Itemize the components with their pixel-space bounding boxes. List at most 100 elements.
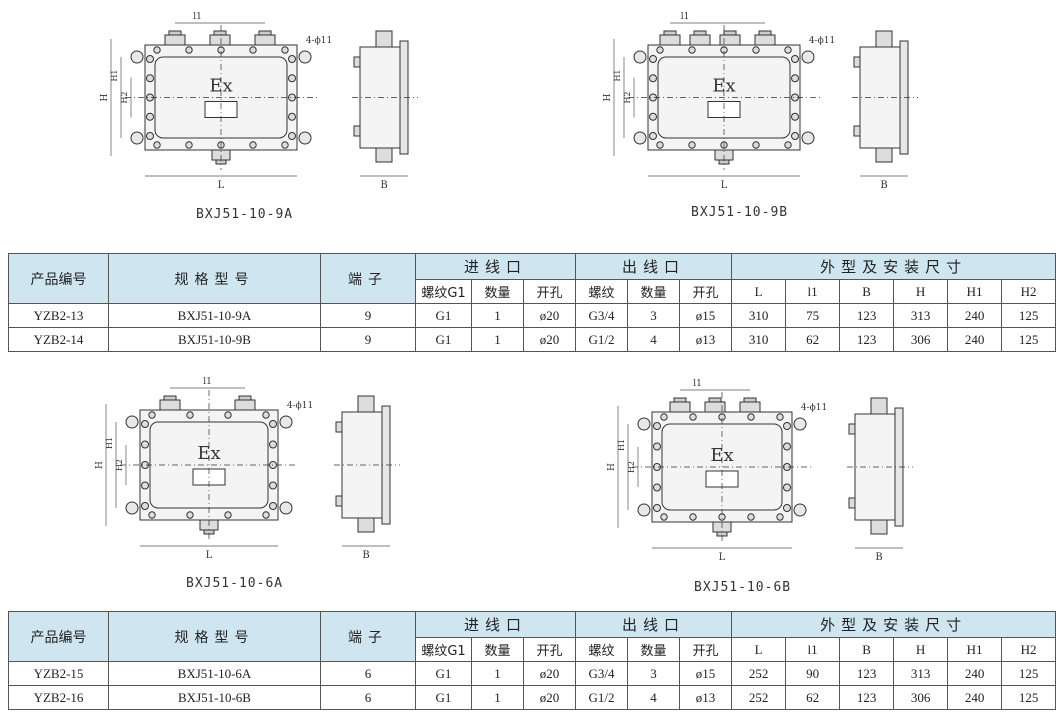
subheader-inlet-qty: 数量 (471, 279, 524, 304)
dim-label-h: H (100, 93, 110, 101)
bolt-icon (783, 483, 791, 492)
cable-gland-icon (723, 30, 737, 36)
bolt-icon (791, 132, 799, 140)
dim-label-l1: l1 (193, 12, 202, 22)
cell-model: BXJ51-10-6B (108, 685, 321, 710)
cell-inlet-hole: ø20 (522, 327, 577, 352)
bolt-icon (281, 46, 289, 54)
bolt-icon (249, 141, 257, 149)
cell-dim-b: 123 (839, 327, 895, 352)
cell-dim-h: 313 (893, 303, 949, 328)
cell-inlet-thread: G1 (415, 303, 472, 328)
cell-dim-l1: 62 (785, 685, 841, 710)
header-outlet: 出线口 (575, 253, 733, 280)
cable-gland-icon (258, 30, 272, 36)
cable-gland-icon (209, 34, 231, 46)
subheader-dim-h1: H1 (947, 279, 1003, 304)
bolt-icon (783, 504, 791, 512)
cell-inlet-qty: 1 (471, 327, 524, 352)
bolt-icon (688, 46, 696, 54)
cell-outlet-qty: 4 (627, 327, 681, 352)
bolt-icon (185, 141, 193, 149)
cable-gland-icon (375, 147, 393, 163)
bolt-icon (653, 483, 661, 492)
bolt-icon (752, 141, 760, 149)
bolt-icon (752, 46, 760, 54)
cell-dim-h1: 240 (947, 685, 1003, 710)
cable-gland-icon (357, 517, 375, 533)
bolt-icon (269, 420, 277, 428)
bolt-icon (288, 74, 296, 83)
bolt-icon (262, 411, 270, 419)
cell-dim-l: 252 (731, 685, 787, 710)
mounting-ear-icon (125, 501, 139, 515)
cell-inlet-hole: ø20 (522, 303, 577, 328)
dim-label-l: L (719, 552, 726, 563)
caption-9a: BXJ51-10-9A (196, 207, 294, 222)
dim-label-h1: H1 (110, 69, 119, 81)
bolt-icon (660, 413, 668, 421)
dim-label-l1: l1 (681, 12, 690, 22)
subheader-outlet-hole: 开孔 (679, 279, 733, 304)
cell-dim-h2: 125 (1001, 303, 1057, 328)
cable-gland-icon (234, 399, 256, 411)
bolt-icon (146, 74, 154, 83)
header-inlet: 进线口 (414, 253, 577, 280)
cable-gland-icon (213, 30, 227, 36)
cable-gland-icon (719, 34, 741, 46)
mounting-ear-icon (637, 503, 651, 517)
side-gland-icon (853, 125, 861, 137)
bolt-icon (649, 112, 657, 121)
subheader-dim-b: B (839, 637, 895, 662)
dim-label-b: B (875, 552, 882, 563)
cell-outlet-hole: ø15 (679, 661, 733, 686)
header-product-code: 产品编号 (8, 253, 109, 304)
enclosure-side-view (334, 395, 400, 533)
cell-dim-h2: 125 (1001, 661, 1057, 686)
cell-outlet-thread: G3/4 (575, 661, 629, 686)
dim-label-h1: H1 (617, 439, 626, 451)
cell-dim-l: 310 (731, 327, 787, 352)
bolt-icon (688, 141, 696, 149)
cable-gland-icon (870, 519, 888, 535)
side-gland-icon (335, 495, 343, 507)
dim-label-b: B (880, 180, 887, 191)
cell-terminal: 6 (320, 661, 416, 686)
cell-dim-l1: 90 (785, 661, 841, 686)
dim-label-l: L (218, 180, 225, 191)
bolt-icon (262, 511, 270, 519)
mounting-ear-icon (793, 417, 807, 431)
cell-product-code: YZB2-16 (8, 685, 109, 710)
bolt-icon (146, 112, 154, 121)
mounting-ear-icon (130, 131, 144, 145)
bolt-icon (288, 132, 296, 140)
bolt-icon (186, 411, 194, 419)
dim-label-b: B (380, 180, 387, 191)
subheader-inlet-qty: 数量 (471, 637, 524, 662)
bolt-icon (689, 413, 697, 421)
cell-dim-h1: 240 (947, 327, 1003, 352)
subheader-dim-l: L (731, 279, 787, 304)
cell-model: BXJ51-10-6A (108, 661, 321, 686)
bolt-icon (649, 132, 657, 140)
cell-outlet-qty: 4 (627, 685, 681, 710)
cable-gland-icon (875, 30, 893, 48)
hole-spec-label: 4-ϕ11 (287, 401, 313, 411)
side-gland-icon (848, 423, 856, 435)
dim-label-l1: l1 (693, 379, 702, 389)
cable-gland-icon (870, 397, 888, 415)
cell-dim-h: 306 (893, 327, 949, 352)
cable-gland-icon (669, 401, 691, 413)
bolt-icon (141, 502, 149, 510)
hole-spec-label: 4-ϕ11 (809, 36, 835, 46)
bolt-icon (747, 413, 755, 421)
enclosure-front-view (628, 25, 820, 170)
subheader-outlet-qty: 数量 (627, 279, 681, 304)
cell-inlet-thread: G1 (415, 661, 472, 686)
subheader-dim-l: L (731, 637, 787, 662)
